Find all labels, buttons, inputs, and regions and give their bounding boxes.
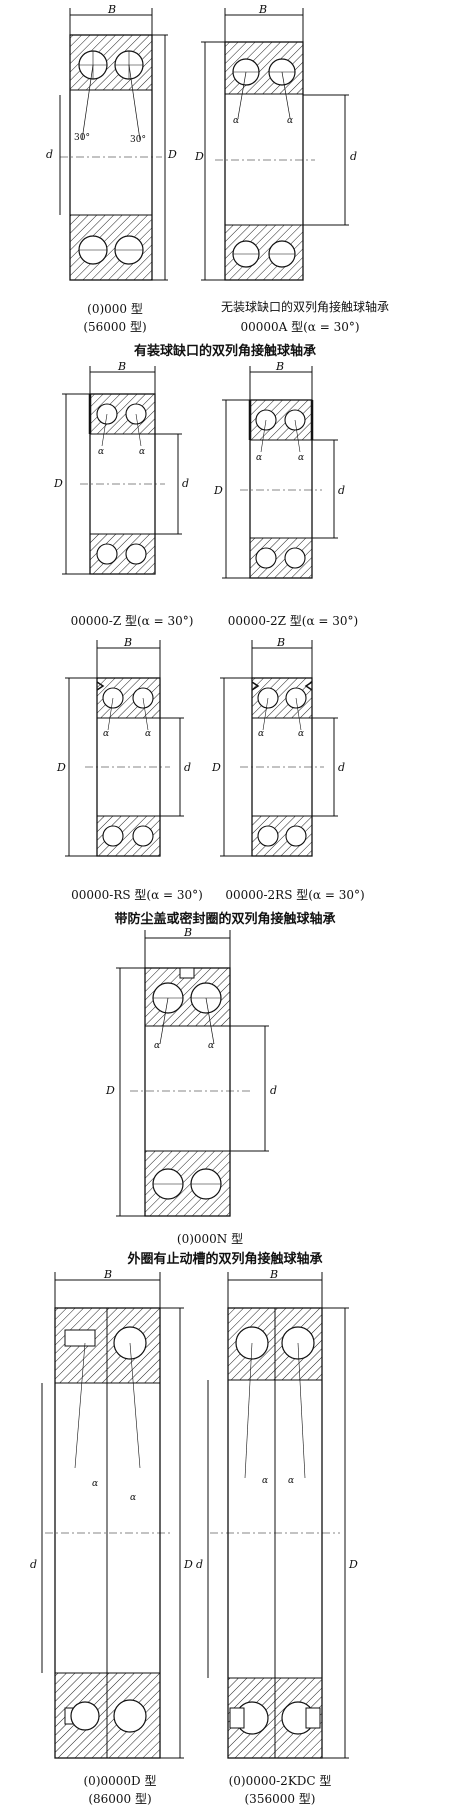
alpha-right: α	[145, 729, 151, 739]
D-label: D	[167, 148, 177, 161]
caption-f6: 00000-2RS 型(α = 30°)	[225, 888, 365, 902]
section-heading-loading-slot: 有装球缺口的双列角接触球轴承	[133, 344, 316, 359]
d-label: d	[46, 148, 53, 161]
D-label: D	[348, 1558, 358, 1571]
caption-f2-line2: 00000A 型(α = 30°)	[240, 320, 360, 334]
b-label: B	[117, 360, 126, 373]
alpha-right: α	[130, 1493, 136, 1503]
caption-f8-line1: (0)0000D 型	[83, 1774, 157, 1788]
b-label: B	[258, 3, 267, 16]
b-label: B	[103, 1268, 112, 1281]
caption-f5: 00000-RS 型(α = 30°)	[71, 888, 203, 902]
alpha-right: α	[139, 447, 145, 457]
caption-f4: 00000-2Z 型(α = 30°)	[227, 614, 359, 628]
bearing-drawing-0-000N: B α α D d	[100, 926, 300, 1226]
d-label: d	[182, 477, 189, 490]
D-label: D	[213, 484, 223, 497]
D-label: D	[183, 1558, 193, 1571]
section-heading-shield-seal: 带防尘盖或密封圈的双列角接触球轴承	[114, 912, 336, 927]
caption-f9-line2: (356000 型)	[244, 1792, 316, 1806]
bearing-drawing-0-0000D: B α α d D	[30, 1268, 200, 1768]
caption-f2-line1: 无装球缺口的双列角接触球轴承	[220, 300, 389, 314]
alpha-left: α	[233, 116, 239, 126]
bearing-drawing-0-0000-2KDC: B α α d D	[190, 1268, 420, 1768]
b-label: B	[276, 636, 285, 649]
b-label: B	[183, 926, 192, 939]
angle-left: 30°	[74, 133, 90, 143]
b-label: B	[107, 3, 116, 16]
alpha-right: α	[287, 116, 293, 126]
b-label: B	[123, 636, 132, 649]
caption-f9-line1: (0)0000-2KDC 型	[228, 1774, 332, 1788]
alpha-left: α	[103, 729, 109, 739]
d-label: d	[338, 484, 345, 497]
D-label: D	[105, 1084, 115, 1097]
d-label: d	[184, 761, 191, 774]
bearing-drawing-0-000: B 30° 30° d D	[40, 0, 190, 295]
D-label: D	[56, 761, 66, 774]
alpha-left: α	[98, 447, 104, 457]
bearing-drawing-00000-2Z: B α α D d	[210, 360, 375, 582]
caption-f1-line1: (0)000 型	[87, 302, 143, 316]
alpha-right: α	[208, 1041, 214, 1051]
caption-f1-line2: (56000 型)	[83, 320, 147, 334]
D-label: D	[211, 761, 221, 774]
alpha-left: α	[256, 453, 262, 463]
alpha-right: α	[298, 453, 304, 463]
alpha-right: α	[298, 729, 304, 739]
caption-f3: 00000-Z 型(α = 30°)	[70, 614, 194, 628]
b-label: B	[269, 1268, 278, 1281]
d-label: d	[270, 1084, 277, 1097]
alpha-right: α	[288, 1476, 294, 1486]
d-label: d	[350, 150, 357, 163]
angle-right: 30°	[130, 135, 146, 145]
D-label: D	[53, 477, 63, 490]
alpha-left: α	[262, 1476, 268, 1486]
alpha-left: α	[92, 1479, 98, 1489]
d-label: d	[338, 761, 345, 774]
bearing-drawing-00000-RS: B α α D d	[55, 636, 215, 861]
caption-f8-line2: (86000 型)	[88, 1792, 152, 1806]
d-label: d	[196, 1558, 203, 1571]
alpha-left: α	[258, 729, 264, 739]
bearing-drawing-00000A: B α α D d	[194, 0, 370, 295]
b-label: B	[275, 360, 284, 373]
bearing-drawing-00000-Z: B α α D d	[50, 360, 210, 582]
caption-f7: (0)000N 型	[176, 1232, 244, 1246]
alpha-left: α	[154, 1041, 160, 1051]
D-label: D	[194, 150, 204, 163]
d-label: d	[30, 1558, 37, 1571]
bearing-drawing-00000-2RS: B α α D d	[211, 636, 377, 861]
section-heading-snap-ring: 外圈有止动槽的双列角接触球轴承	[127, 1252, 323, 1267]
